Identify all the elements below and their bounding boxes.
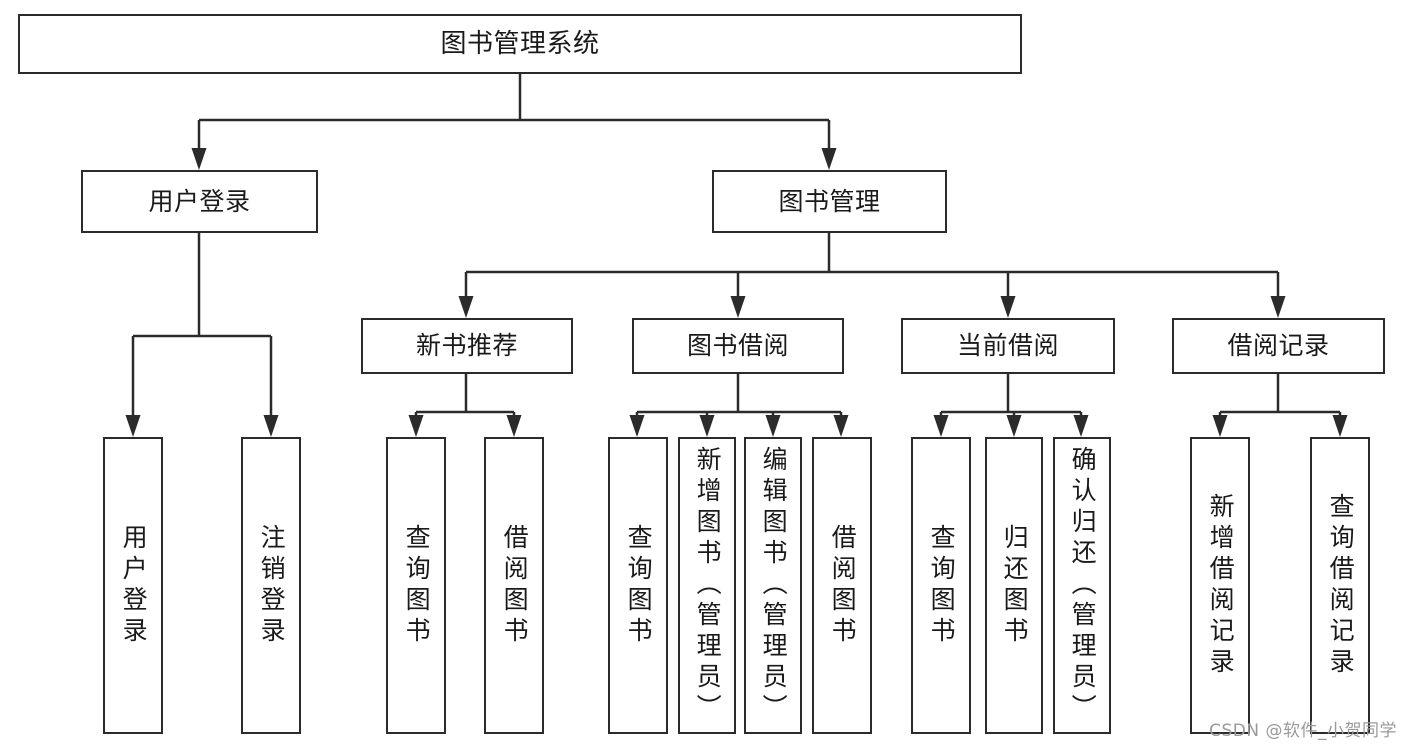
node-label-leaf-user-login: 用户登录	[119, 523, 148, 648]
node-label-leaf-borrow-book-2: 借阅图书	[828, 523, 857, 648]
arrow-leaf-query-record-head	[1332, 415, 1348, 437]
arrow-leaf-borrow-book-2-head	[833, 415, 849, 437]
node-book-borrow[interactable]: 图书借阅	[632, 318, 844, 374]
arrow-new-book-rec-head	[458, 296, 474, 318]
node-leaf-query-book-2[interactable]: 查询图书	[608, 437, 668, 734]
node-leaf-query-book-1[interactable]: 查询图书	[386, 437, 446, 734]
node-label-new-book-rec: 新书推荐	[415, 332, 518, 360]
node-leaf-add-book[interactable]: 新增图书（管理员）	[678, 437, 736, 734]
node-leaf-borrow-book-2[interactable]: 借阅图书	[812, 437, 872, 734]
node-label-leaf-query-book-1: 查询图书	[402, 523, 431, 648]
node-leaf-add-record[interactable]: 新增借阅记录	[1190, 437, 1250, 734]
arrow-leaf-query-book-2-head	[629, 415, 645, 437]
arrow-current-borrow-head	[1000, 296, 1016, 318]
arrow-leaf-query-book-3-head	[933, 415, 949, 437]
node-book-manage[interactable]: 图书管理	[712, 170, 947, 233]
arrow-leaf-edit-book-head	[765, 415, 781, 437]
node-label-leaf-edit-book: 编辑图书（管理员）	[759, 446, 788, 725]
node-leaf-logout[interactable]: 注销登录	[241, 437, 301, 734]
node-label-borrow-record: 借阅记录	[1227, 332, 1330, 360]
arrow-leaf-borrow-book-1-head	[506, 415, 522, 437]
node-label-leaf-add-record: 新增借阅记录	[1206, 492, 1235, 679]
node-label-leaf-return-book: 归还图书	[1000, 523, 1029, 648]
node-label-user-login: 用户登录	[148, 187, 251, 216]
node-root[interactable]: 图书管理系统	[18, 14, 1022, 74]
node-label-book-manage: 图书管理	[778, 187, 881, 216]
arrow-user-login-head	[191, 148, 207, 170]
node-user-login[interactable]: 用户登录	[81, 170, 318, 233]
node-label-leaf-query-book-3: 查询图书	[927, 523, 956, 648]
node-new-book-rec[interactable]: 新书推荐	[361, 318, 573, 374]
node-label-leaf-query-book-2: 查询图书	[624, 523, 653, 648]
arrow-book-borrow-head	[730, 296, 746, 318]
node-label-current-borrow: 当前借阅	[956, 332, 1059, 360]
arrow-leaf-add-book-head	[699, 415, 715, 437]
node-label-leaf-borrow-book-1: 借阅图书	[500, 523, 529, 648]
node-label-book-borrow: 图书借阅	[686, 332, 789, 360]
node-label-leaf-logout: 注销登录	[257, 523, 286, 648]
node-leaf-query-book-3[interactable]: 查询图书	[911, 437, 971, 734]
arrow-borrow-record-head	[1270, 296, 1286, 318]
node-leaf-query-record[interactable]: 查询借阅记录	[1310, 437, 1370, 734]
arrow-leaf-logout-head	[263, 415, 279, 437]
arrow-leaf-return-book-head	[1006, 415, 1022, 437]
node-label-root: 图书管理系统	[440, 28, 600, 59]
arrow-leaf-query-book-1-head	[408, 415, 424, 437]
node-label-leaf-confirm-return: 确认归还（管理员）	[1068, 446, 1097, 725]
node-current-borrow[interactable]: 当前借阅	[901, 318, 1115, 374]
node-leaf-borrow-book-1[interactable]: 借阅图书	[484, 437, 544, 734]
node-leaf-edit-book[interactable]: 编辑图书（管理员）	[744, 437, 802, 734]
node-leaf-user-login[interactable]: 用户登录	[103, 437, 163, 734]
arrow-leaf-add-record-head	[1212, 415, 1228, 437]
node-leaf-return-book[interactable]: 归还图书	[985, 437, 1043, 734]
node-leaf-confirm-return[interactable]: 确认归还（管理员）	[1053, 437, 1111, 734]
arrow-leaf-confirm-return-head	[1073, 415, 1089, 437]
node-label-leaf-query-record: 查询借阅记录	[1326, 492, 1355, 679]
node-label-leaf-add-book: 新增图书（管理员）	[693, 446, 722, 725]
arrow-leaf-user-login-head	[125, 415, 141, 437]
arrow-book-manage-head	[821, 148, 837, 170]
node-borrow-record[interactable]: 借阅记录	[1172, 318, 1385, 374]
